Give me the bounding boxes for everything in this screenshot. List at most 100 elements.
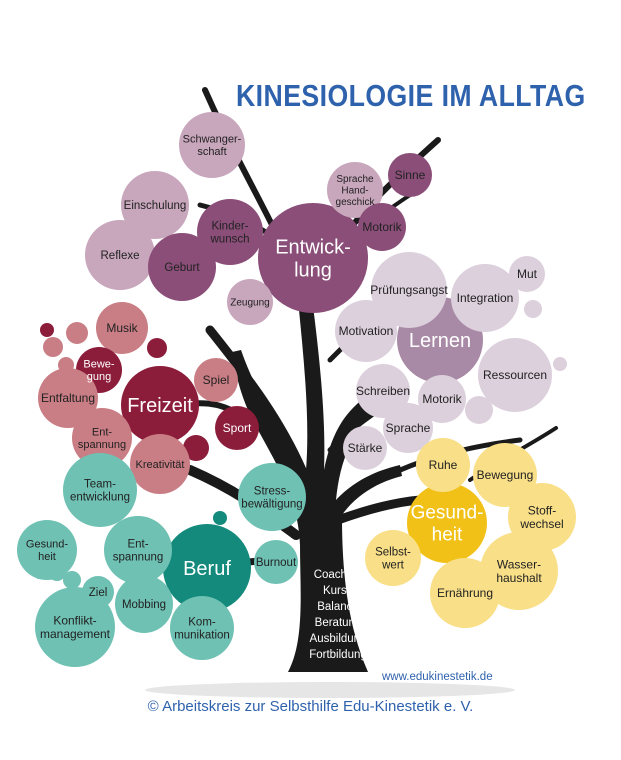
topic-freizeit-entspannung-label: Ent-spannung <box>78 427 126 452</box>
decor-dot <box>147 338 167 358</box>
topic-freizeit-entfaltung-label: Entfaltung <box>41 391 95 405</box>
decor-dot <box>63 571 81 589</box>
topic-gesundheit-ernaehrung-circle <box>430 558 500 628</box>
topic-freizeit-bewegung-label: Bewe-gung <box>83 359 115 384</box>
topic-beruf-entspannung-circle <box>104 516 172 584</box>
topic-beruf-kommunikation-circle <box>170 596 234 660</box>
topic-beruf-ziel-label: Ziel <box>89 587 108 599</box>
topic-gesundheit-ernaehrung-label: Ernährung <box>437 586 493 600</box>
hub-entwicklung-entwicklung-label: Entwick-lung <box>275 237 351 282</box>
topic-gesundheit-ruhe-circle <box>416 438 470 492</box>
topic-entwicklung-schwangerschaft-label: Schwanger-schaft <box>183 134 242 159</box>
trunk-item-coaching: Coaching <box>313 569 363 581</box>
hub-beruf-beruf-label: Beruf <box>183 558 231 580</box>
trunk-item-kurse: Kurse <box>322 585 354 597</box>
page-title: KINESIOLOGIE IM ALLTAG <box>236 78 586 113</box>
topic-gesundheit-ruhe-label: Ruhe <box>429 458 458 472</box>
topic-freizeit-spiel-circle <box>194 358 238 402</box>
decor-dot <box>465 396 493 424</box>
trunk-shape <box>232 298 402 672</box>
topic-gesundheit-selbstwert-circle <box>365 530 421 586</box>
trunk-item-beratung: Beratung <box>314 617 362 629</box>
website-link[interactable]: www.edukinestetik.de <box>382 671 493 683</box>
topic-entwicklung-kinderwunsch-circle <box>197 199 263 265</box>
topic-lernen-sprache-circle <box>383 403 433 453</box>
topic-lernen-integration-label: Integration <box>457 291 514 305</box>
topic-lernen-mut-label: Mut <box>517 267 538 281</box>
topic-entwicklung-motorik-circle <box>358 203 406 251</box>
topic-lernen-staerke-label: Stärke <box>348 441 383 455</box>
hub-beruf-beruf-circle <box>163 524 251 612</box>
topic-beruf-gesundheit-circle <box>17 520 77 580</box>
topic-lernen-pruefungsangst-circle <box>371 252 447 328</box>
topic-beruf-gesundheit-label: Gesund-heit <box>26 539 69 564</box>
topic-entwicklung-sprachehandgeschick-circle <box>327 162 383 218</box>
topic-beruf-mobbing-label: Mobbing <box>122 599 166 611</box>
topic-beruf-mobbing-circle <box>115 575 173 633</box>
topic-beruf-burnout-label: Burnout <box>256 557 297 569</box>
hub-lernen-lernen-label: Lernen <box>409 330 471 352</box>
topic-entwicklung-kinderwunsch-label: Kinder-wunsch <box>210 220 250 245</box>
topic-beruf-stressbewaeltigung-circle <box>238 463 306 531</box>
decor-dot <box>553 357 567 371</box>
topic-entwicklung-sinne-circle <box>388 153 432 197</box>
topic-freizeit-entspannung-circle <box>72 408 132 468</box>
topic-gesundheit-wasserhaushalt-label: Wasser-haushalt <box>496 557 542 585</box>
decor-dot <box>213 511 227 525</box>
topic-lernen-ressourcen-circle <box>478 338 552 412</box>
topic-entwicklung-geburt-circle <box>148 233 216 301</box>
topic-freizeit-spiel-label: Spiel <box>203 373 230 387</box>
topic-entwicklung-zeugung-circle <box>227 279 273 325</box>
topic-entwicklung-zeugung-label: Zeugung <box>230 298 269 309</box>
trunk-item-fortbildung: Fortbildung <box>309 649 367 661</box>
topic-beruf-konfliktmanagement-circle <box>35 587 115 667</box>
branch-left-upper <box>205 325 307 475</box>
topic-lernen-motorik-circle <box>418 375 466 423</box>
topic-lernen-motivation-label: Motivation <box>339 324 394 338</box>
topic-entwicklung-schwangerschaft-circle <box>179 112 245 178</box>
hub-entwicklung-entwicklung-circle <box>258 203 368 313</box>
topic-freizeit-sport-label: Sport <box>223 421 252 435</box>
topic-entwicklung-einschulung-circle <box>121 171 189 239</box>
topic-freizeit-kreativitaet-circle <box>130 434 190 494</box>
topic-beruf-teamentwicklung-circle <box>63 453 137 527</box>
trunk-item-balance: Balance <box>317 601 359 613</box>
topic-lernen-staerke-circle <box>343 426 387 470</box>
decor-dot <box>66 322 88 344</box>
topic-freizeit-musik-label: Musik <box>106 321 138 335</box>
topic-entwicklung-motorik-label: Motorik <box>362 220 402 234</box>
topic-beruf-entspannung-label: Ent-spannung <box>113 538 164 563</box>
trunk-item-ausbildung: Ausbildung <box>309 633 367 645</box>
topic-freizeit-kreativitaet-label: Kreativität <box>136 459 185 471</box>
trunk-service-list: Coaching Kurse Balance Beratung Ausbildu… <box>305 567 371 663</box>
topic-lernen-schreiben-circle <box>356 364 410 418</box>
topic-lernen-pruefungsangst-label: Prüfungsangst <box>370 283 448 297</box>
hub-gesundheit-gesundheit-label: Gesund-heit <box>411 503 484 546</box>
topic-beruf-teamentwicklung-label: Team-entwicklung <box>70 478 130 503</box>
decor-dot <box>524 300 542 318</box>
topic-beruf-kommunikation-label: Kom-munikation <box>174 616 230 641</box>
topic-beruf-stressbewaeltigung-label: Stress-bewältigung <box>241 485 302 510</box>
topic-lernen-motorik-label: Motorik <box>422 392 462 406</box>
topic-lernen-sprache-label: Sprache <box>386 421 431 435</box>
topic-entwicklung-sinne-label: Sinne <box>395 168 426 182</box>
topic-lernen-schreiben-label: Schreiben <box>356 384 410 398</box>
topic-beruf-konfliktmanagement-label: Konflikt-management <box>40 613 111 641</box>
topic-freizeit-sport-circle <box>215 406 259 450</box>
topic-entwicklung-geburt-label: Geburt <box>164 262 200 274</box>
hub-freizeit-freizeit-label: Freizeit <box>127 395 193 417</box>
ground-shadow <box>145 682 515 698</box>
topic-gesundheit-stoffwechsel-label: Stoff-wechsel <box>519 503 563 531</box>
decor-dot <box>40 323 54 337</box>
topic-freizeit-musik-circle <box>96 302 148 354</box>
copyright-notice: © Arbeitskreis zur Selbsthilfe Edu-Kines… <box>147 698 474 715</box>
topic-lernen-ressourcen-label: Ressourcen <box>483 368 547 382</box>
decor-dot <box>43 337 63 357</box>
hub-gesundheit-gesundheit-circle <box>407 483 487 563</box>
topic-lernen-motivation-circle <box>335 300 397 362</box>
topic-labels: Entwick-lungSchwanger-schaftEinschulungK… <box>26 134 564 642</box>
topic-circles <box>17 112 576 667</box>
topic-freizeit-entfaltung-circle <box>38 368 98 428</box>
topic-gesundheit-bewegung-label: Bewegung <box>477 468 534 482</box>
